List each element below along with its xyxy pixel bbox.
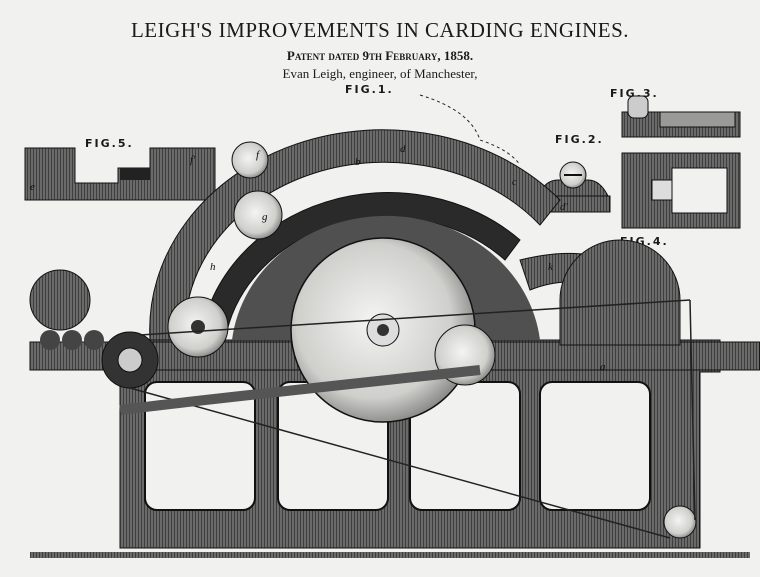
rollers <box>29 141 697 539</box>
label-b: b <box>355 156 361 168</box>
label-d: d <box>400 143 406 155</box>
label-d-prime: d' <box>560 201 569 213</box>
fig3-detail <box>621 95 741 138</box>
label-k: k <box>548 261 554 273</box>
fig5-detail <box>24 147 216 201</box>
label-f-prime: f' <box>190 154 196 166</box>
floor-line <box>30 552 750 558</box>
drive-belts <box>119 299 696 539</box>
page-title: LEIGH'S IMPROVEMENTS IN CARDING ENGINES. <box>130 18 630 42</box>
fig1-label: FIG.1. <box>345 83 394 96</box>
label-h: h <box>210 261 216 273</box>
patent-date: Patent dated 9th February, 1858. <box>286 48 474 63</box>
fig5-label: FIG.5. <box>85 137 134 150</box>
label-e: e <box>30 181 35 193</box>
label-g: g <box>262 211 268 223</box>
fig4-detail <box>621 152 741 229</box>
author-line: Evan Leigh, engineer, of Manchester, <box>282 66 478 81</box>
label-f: f <box>256 149 261 161</box>
sliver-path <box>419 94 521 166</box>
label-a: a <box>600 361 606 373</box>
fig2-detail <box>537 161 611 213</box>
label-c: c <box>512 176 517 188</box>
fig2-label: FIG.2. <box>555 133 604 146</box>
